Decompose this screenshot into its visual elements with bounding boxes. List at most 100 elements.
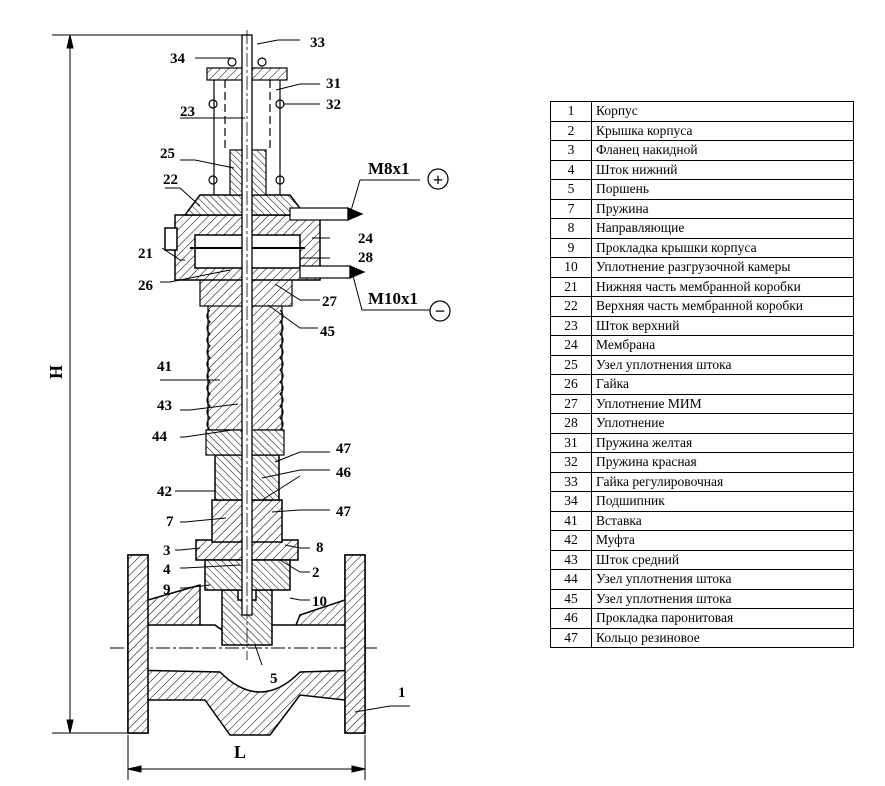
callout-27: 27 [322,294,338,310]
legend-part-name: Уплотнение разгрузочной камеры [591,257,854,278]
callout-21: 21 [138,246,153,262]
callout-23: 23 [180,104,195,120]
callout-labels: 33 34 31 32 23 25 22 24 21 28 26 27 45 4… [138,35,406,701]
legend-part-name: Корпус [591,101,854,122]
legend-part-name: Вставка [591,510,854,531]
legend-part-name: Направляющие [591,218,854,239]
legend-part-number: 1 [550,101,592,122]
height-dimension [52,34,245,734]
legend-part-name: Уплотнение [591,413,854,434]
legend-part-name: Гайка регулировочная [591,471,854,492]
port-top-sign-circle [427,168,449,190]
legend-part-number: 31 [550,432,592,453]
legend-part-number: 46 [550,608,592,629]
callout-47-bottom: 47 [336,504,352,520]
legend-part-name: Прокладка паронитовая [591,608,854,629]
port-bottom-label: M10x1 [368,289,418,308]
callout-46: 46 [336,465,352,481]
legend-part-number: 4 [550,159,592,180]
legend-part-number: 45 [550,588,592,609]
legend-part-number: 26 [550,374,592,395]
legend-part-number: 27 [550,393,592,414]
callout-44: 44 [152,429,168,445]
legend-part-name: Поршень [591,179,854,200]
legend-part-name: Мембрана [591,335,854,356]
legend-part-name: Пружина красная [591,452,854,473]
stem [241,30,253,660]
callout-2: 2 [312,565,320,581]
legend-part-number: 21 [550,276,592,297]
callout-22: 22 [163,172,178,188]
legend-part-number: 22 [550,296,592,317]
legend-part-number: 34 [550,491,592,512]
callout-24: 24 [358,231,374,247]
port-bottom-sign-circle [429,300,451,322]
callout-45: 45 [320,324,335,340]
callout-32: 32 [326,97,341,113]
callout-43: 43 [157,398,172,414]
legend-part-name: Пружина желтая [591,432,854,453]
legend-part-name: Узел уплотнения штока [591,354,854,375]
callout-10: 10 [312,594,327,610]
legend-part-number: 47 [550,627,592,648]
legend-part-name: Фланец накидной [591,140,854,161]
legend-part-number: 41 [550,510,592,531]
legend-part-name: Узел уплотнения штока [591,569,854,590]
legend-part-name: Крышка корпуса [591,120,854,141]
legend-part-name: Прокладка крышки корпуса [591,237,854,258]
legend-part-number: 8 [550,218,592,239]
valve-body [110,554,380,736]
legend-part-name: Шток нижний [591,159,854,180]
legend-part-number: 24 [550,335,592,356]
port-leaders [349,179,430,311]
port-fittings [289,207,366,279]
callout-26: 26 [138,278,154,294]
legend-part-number: 23 [550,315,592,336]
callout-7: 7 [166,514,174,530]
legend-part-name: Шток верхний [591,315,854,336]
callout-25: 25 [160,146,175,162]
callout-33: 33 [310,35,325,51]
callout-28: 28 [358,250,373,266]
legend-part-number: 10 [550,257,592,278]
legend-part-name: Узел уплотнения штока [591,588,854,609]
legend-part-name: Уплотнение МИМ [591,393,854,414]
callout-5: 5 [270,671,278,687]
legend-part-number: 9 [550,237,592,258]
legend-part-number: 3 [550,140,592,161]
callout-4: 4 [163,562,171,578]
legend-part-number: 42 [550,530,592,551]
legend-part-name: Нижняя часть мембранной коробки [591,276,854,297]
legend-part-number: 25 [550,354,592,375]
legend-part-number: 32 [550,452,592,473]
port-top-sign: + [433,170,443,190]
height-dimension-label: H [46,365,66,379]
legend-part-number: 2 [550,120,592,141]
legend-part-name: Верхняя часть мембранной коробки [591,296,854,317]
callout-47-top: 47 [336,441,352,457]
callout-34: 34 [170,51,186,67]
